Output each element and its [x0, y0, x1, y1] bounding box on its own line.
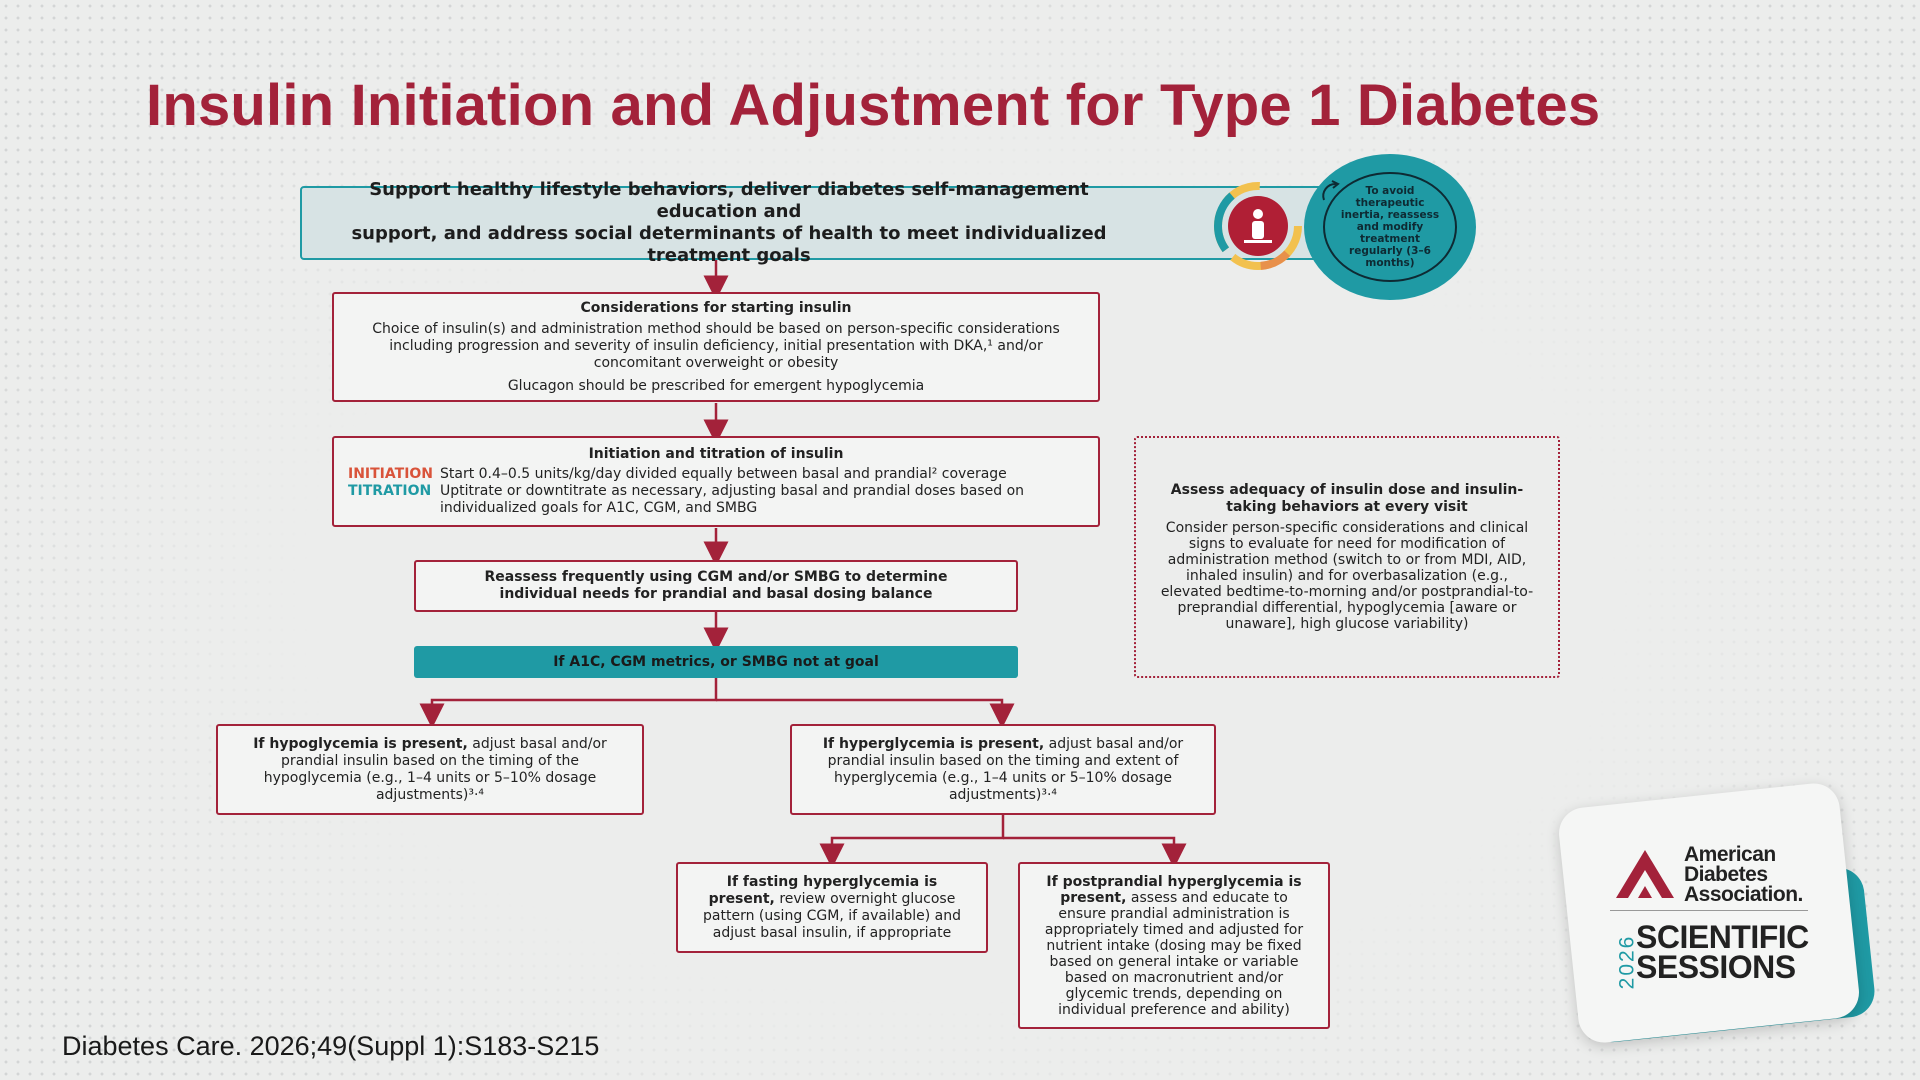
- postprandial-box: If postprandial hyperglycemia is present…: [1018, 862, 1330, 1029]
- lifestyle-line-2: support, and address social determinants…: [351, 223, 1107, 266]
- ada-name-line-1: American: [1684, 843, 1776, 866]
- fasting-bold: If fasting hyperglycemia is present,: [708, 873, 938, 907]
- event-name: SCIENTIFIC SESSIONS: [1636, 919, 1809, 985]
- logo-divider: [1610, 910, 1808, 911]
- event-name-line-2: SESSIONS: [1636, 949, 1796, 985]
- lifestyle-line-1: Support healthy lifestyle behaviors, del…: [369, 179, 1089, 222]
- hypoglycemia-detail: adjust basal and/or prandial insulin bas…: [263, 735, 607, 803]
- initiation-label: INITIATION: [348, 466, 434, 482]
- person-cycle-icon: [1214, 182, 1302, 270]
- fasting-text: If fasting hyperglycemia is present, rev…: [692, 874, 972, 942]
- considerations-heading: Considerations for starting insulin: [580, 299, 852, 316]
- lifestyle-box: Support healthy lifestyle behaviors, del…: [300, 179, 1340, 266]
- ada-triangle-icon: [1616, 850, 1674, 898]
- therapeutic-inertia-circle: To avoid therapeutic inertia, reassess a…: [1304, 154, 1476, 300]
- assess-adequacy-box: Assess adequacy of insulin dose and insu…: [1134, 436, 1560, 678]
- ada-name-line-2: Diabetes: [1684, 863, 1768, 886]
- hyperglycemia-text: If hyperglycemia is present, adjust basa…: [816, 736, 1190, 804]
- hypoglycemia-text: If hypoglycemia is present, adjust basal…: [242, 736, 618, 804]
- arrow-goal-to-hypo: [419, 678, 718, 729]
- fasting-box: If fasting hyperglycemia is present, rev…: [676, 862, 988, 953]
- glucagon-note: Glucagon should be prescribed for emerge…: [507, 377, 925, 394]
- arrow-hyper-to-postprandial: [1003, 836, 1187, 869]
- considerations-body: Choice of insulin(s) and administration …: [372, 320, 1060, 371]
- hyperglycemia-box: If hyperglycemia is present, adjust basa…: [790, 724, 1216, 815]
- considerations-box: Considerations for starting insulin Choi…: [332, 292, 1100, 402]
- titration-label: TITRATION: [348, 483, 432, 499]
- titration-row: TITRATION Uptitrate or downtitrate as ne…: [348, 483, 1084, 517]
- ada-logo: American Diabetes Association. 2026 SCIE…: [1610, 840, 1830, 1010]
- event-name-line-1: SCIENTIFIC: [1636, 919, 1809, 955]
- initiation-box: Initiation and titration of insulin INIT…: [332, 436, 1100, 527]
- initiation-text: Start 0.4–0.5 units/kg/day divided equal…: [440, 466, 1007, 482]
- ada-name-line-3: Association.: [1684, 883, 1803, 906]
- postprandial-bold: If postprandial hyperglycemia is present…: [1046, 873, 1302, 906]
- assess-heading: Assess adequacy of insulin dose and insu…: [1170, 482, 1524, 515]
- reassess-text: Reassess frequently using CGM and/or SMB…: [484, 569, 948, 602]
- citation: Diabetes Care. 2026;49(Suppl 1):S183-S21…: [62, 1031, 600, 1061]
- arrow-hyper-to-fasting: [819, 815, 1005, 869]
- titration-text: Uptitrate or downtitrate as necessary, a…: [440, 483, 1025, 516]
- hypoglycemia-bold: If hypoglycemia is present,: [253, 735, 468, 752]
- cycle-arrow-icon: [1322, 180, 1340, 201]
- arrow-goal-to-hyper: [716, 698, 1015, 729]
- initiation-row: INITIATION Start 0.4–0.5 units/kg/day di…: [348, 466, 1084, 483]
- hyperglycemia-bold: If hyperglycemia is present,: [822, 735, 1045, 752]
- postprandial-text: If postprandial hyperglycemia is present…: [1036, 874, 1312, 1018]
- ada-name: American Diabetes Association.: [1684, 843, 1803, 906]
- initiation-heading: Initiation and titration of insulin: [588, 446, 844, 462]
- page-title: Insulin Initiation and Adjustment for Ty…: [146, 73, 1601, 138]
- hypoglycemia-box: If hypoglycemia is present, adjust basal…: [216, 724, 644, 815]
- postprandial-detail: assess and educate to ensure prandial ad…: [1044, 889, 1304, 1018]
- hyperglycemia-detail: adjust basal and/or prandial insulin bas…: [827, 735, 1184, 803]
- inertia-text: To avoid therapeutic inertia, reassess a…: [1323, 172, 1457, 282]
- not-at-goal-bar: If A1C, CGM metrics, or SMBG not at goal: [414, 646, 1018, 678]
- reassess-box: Reassess frequently using CGM and/or SMB…: [414, 560, 1018, 612]
- fasting-detail: review overnight glucose pattern (using …: [703, 890, 961, 941]
- assess-body: Consider person-specific considerations …: [1160, 520, 1534, 632]
